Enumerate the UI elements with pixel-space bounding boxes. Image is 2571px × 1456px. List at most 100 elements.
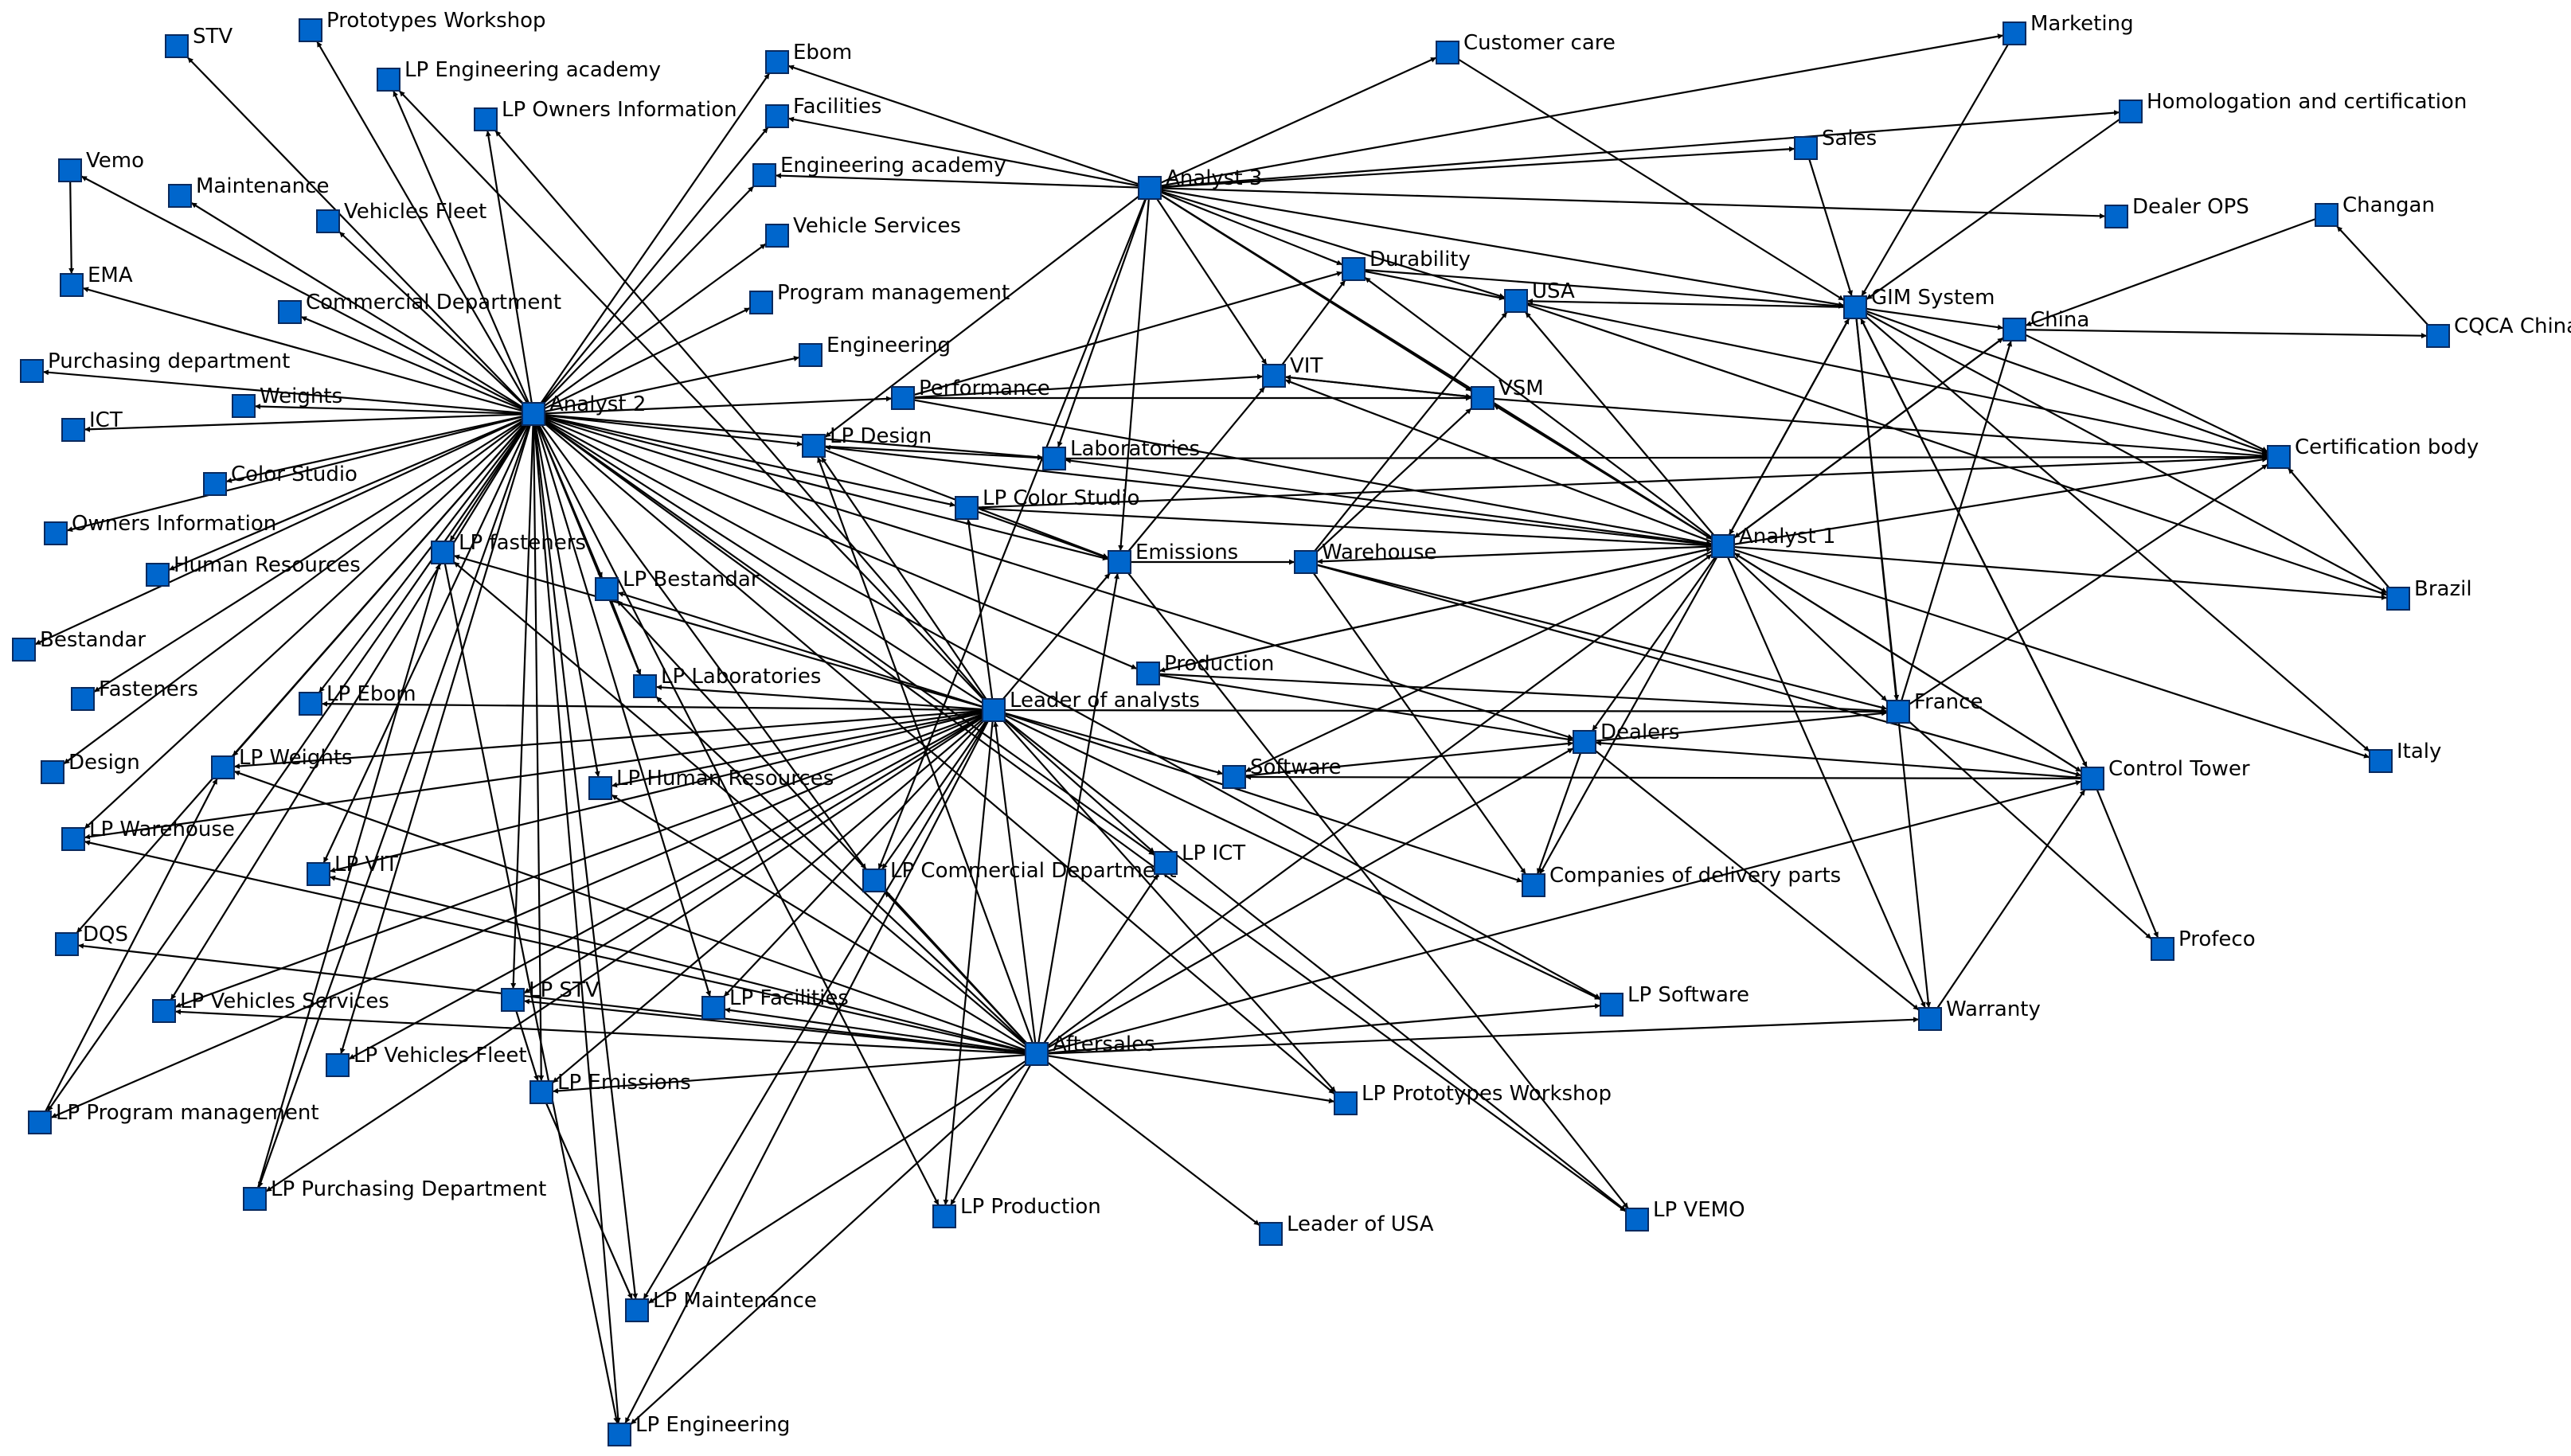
node-lp_laboratories[interactable]: LP Laboratories	[633, 665, 821, 698]
node-square[interactable]	[1471, 386, 1495, 410]
node-lp_weights[interactable]: LP Weights	[211, 746, 353, 779]
node-square[interactable]	[802, 434, 826, 458]
node-square[interactable]	[982, 698, 1006, 722]
node-square[interactable]	[71, 687, 95, 711]
node-lp_vehicles_services[interactable]: LP Vehicles Services	[152, 990, 389, 1023]
node-square[interactable]	[203, 472, 227, 496]
node-square[interactable]	[316, 209, 340, 233]
node-square[interactable]	[2151, 937, 2174, 961]
node-square[interactable]	[152, 999, 176, 1023]
node-square[interactable]	[1436, 41, 1459, 64]
node-square[interactable]	[862, 869, 886, 892]
node-square[interactable]	[1918, 1007, 1942, 1031]
node-square[interactable]	[1600, 993, 1623, 1017]
node-square[interactable]	[41, 760, 64, 784]
node-lp_owners_information[interactable]: LP Owners Information	[474, 98, 737, 131]
node-square[interactable]	[1573, 730, 1596, 754]
node-performance[interactable]: Performance	[891, 377, 1050, 410]
node-vehicle_services[interactable]: Vehicle Services	[765, 214, 961, 248]
node-square[interactable]	[20, 359, 44, 383]
node-square[interactable]	[1504, 289, 1528, 313]
node-square[interactable]	[765, 50, 789, 74]
node-square[interactable]	[1625, 1208, 1649, 1232]
node-square[interactable]	[2386, 587, 2410, 611]
node-dqs[interactable]: DQS	[55, 923, 128, 956]
node-sales[interactable]: Sales	[1794, 127, 1877, 160]
node-prototypes_workshop[interactable]: Prototypes Workshop	[299, 9, 546, 42]
node-vit[interactable]: VIT	[1262, 354, 1323, 388]
node-square[interactable]	[1138, 176, 1162, 200]
node-lp_engineering_academy[interactable]: LP Engineering academy	[377, 58, 661, 92]
node-cqca_china[interactable]: CQCA China	[2426, 314, 2571, 348]
node-square[interactable]	[55, 932, 79, 956]
node-square[interactable]	[165, 34, 189, 58]
node-lp_facilities[interactable]: LP Facilities	[701, 986, 849, 1020]
node-design[interactable]: Design	[41, 751, 140, 784]
node-leader_of_usa[interactable]: Leader of USA	[1259, 1212, 1434, 1246]
node-lp_production[interactable]: LP Production	[932, 1195, 1101, 1228]
node-square[interactable]	[749, 291, 773, 314]
node-lp_emissions[interactable]: LP Emissions	[529, 1071, 691, 1104]
node-durability[interactable]: Durability	[1342, 248, 1471, 281]
node-square[interactable]	[146, 563, 170, 587]
node-vemo[interactable]: Vemo	[58, 149, 144, 182]
node-vehicles_fleet[interactable]: Vehicles Fleet	[316, 200, 486, 233]
node-fasteners[interactable]: Fasteners	[71, 677, 198, 711]
node-companies_of_delivery_parts[interactable]: Companies of delivery parts	[1522, 864, 1841, 897]
node-square[interactable]	[891, 386, 915, 410]
node-lp_vemo[interactable]: LP VEMO	[1625, 1198, 1745, 1232]
node-lp_maintenance[interactable]: LP Maintenance	[625, 1289, 817, 1322]
node-square[interactable]	[608, 1423, 631, 1446]
node-lp_engineering[interactable]: LP Engineering	[608, 1413, 790, 1446]
node-square[interactable]	[1334, 1091, 1358, 1115]
node-square[interactable]	[595, 577, 619, 601]
node-square[interactable]	[2081, 767, 2104, 790]
node-square[interactable]	[299, 18, 322, 42]
node-square[interactable]	[2369, 749, 2393, 773]
node-square[interactable]	[1222, 765, 1246, 789]
node-square[interactable]	[1025, 1042, 1049, 1066]
node-gim_system[interactable]: GIM System	[1843, 286, 1995, 319]
node-purchasing_department[interactable]: Purchasing department	[20, 349, 290, 383]
node-square[interactable]	[1136, 662, 1160, 685]
node-square[interactable]	[2267, 445, 2291, 469]
node-square[interactable]	[1042, 447, 1066, 470]
node-square[interactable]	[2426, 324, 2450, 348]
node-square[interactable]	[1262, 364, 1286, 388]
node-lp_fasteners[interactable]: LP fasteners	[431, 531, 586, 564]
node-square[interactable]	[1294, 550, 1318, 574]
node-china[interactable]: China	[2002, 308, 2089, 342]
node-square[interactable]	[625, 1298, 649, 1322]
node-square[interactable]	[588, 776, 612, 800]
node-square[interactable]	[1342, 257, 1366, 281]
node-square[interactable]	[1711, 534, 1735, 558]
node-lp_purchasing_department[interactable]: LP Purchasing Department	[243, 1177, 546, 1211]
node-square[interactable]	[243, 1187, 267, 1211]
node-emissions[interactable]: Emissions	[1108, 541, 1238, 574]
node-lp_vit[interactable]: LP VIT	[307, 853, 398, 886]
node-square[interactable]	[44, 521, 68, 545]
node-homologation_and_certification[interactable]: Homologation and certification	[2119, 90, 2467, 123]
node-square[interactable]	[522, 402, 545, 426]
node-square[interactable]	[501, 988, 525, 1012]
node-color_studio[interactable]: Color Studio	[203, 463, 358, 496]
node-lp_commercial_department[interactable]: LP Commercial Department	[862, 859, 1177, 892]
node-lp_vehicles_fleet[interactable]: LP Vehicles Fleet	[326, 1044, 527, 1077]
node-square[interactable]	[431, 541, 455, 564]
node-lp_color_studio[interactable]: LP Color Studio	[955, 486, 1139, 520]
node-vsm[interactable]: VSM	[1471, 377, 1544, 410]
node-usa[interactable]: USA	[1504, 279, 1575, 313]
node-square[interactable]	[307, 862, 330, 886]
node-program_management[interactable]: Program management	[749, 281, 1010, 314]
node-square[interactable]	[2104, 205, 2128, 228]
node-marketing[interactable]: Marketing	[2002, 12, 2134, 45]
node-lp_stv[interactable]: LP STV	[501, 978, 600, 1012]
node-human_resources[interactable]: Human Resources	[146, 553, 361, 587]
node-leader_of_analysts[interactable]: Leader of analysts	[982, 689, 1200, 722]
node-stv[interactable]: STV	[165, 25, 232, 58]
node-square[interactable]	[765, 224, 789, 248]
node-square[interactable]	[211, 755, 235, 779]
node-square[interactable]	[633, 674, 657, 698]
node-square[interactable]	[1108, 550, 1131, 574]
node-warranty[interactable]: Warranty	[1918, 997, 2041, 1031]
